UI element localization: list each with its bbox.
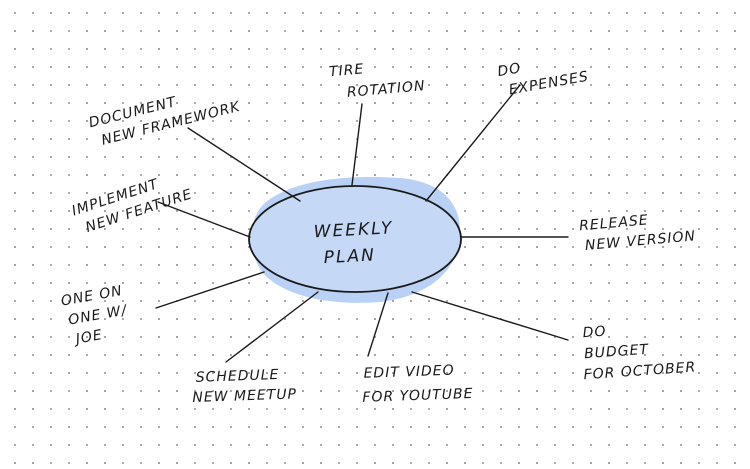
node-do-budget-line1: DO (582, 324, 607, 342)
node-one-on-one[interactable]: ONE ON ONE W/ JOE (60, 283, 132, 349)
spoke-implement-feature (157, 201, 251, 238)
node-do-budget-line2: BUDGET (584, 342, 650, 363)
node-tire-rotation-line1: TIRE (328, 61, 365, 80)
node-implement-feature[interactable]: IMPLEMENT NEW FEATURE (70, 167, 195, 238)
center-oval[interactable] (248, 185, 462, 293)
node-edit-video-line1: EDIT VIDEO (363, 363, 455, 382)
node-do-expenses-line1: DO (496, 60, 522, 80)
node-tire-rotation-line2: ROTATION (346, 78, 426, 101)
center-title-line1: WEEKLY (313, 218, 394, 242)
spoke-schedule-meetup (225, 291, 319, 363)
node-schedule-meetup-line1: SCHEDULE (195, 367, 279, 386)
node-edit-video-line2: FOR YOUTUBE (362, 386, 474, 406)
node-release-version-line1: RELEASE (579, 212, 650, 234)
node-schedule-meetup[interactable]: SCHEDULE NEW MEETUP (191, 366, 297, 406)
center-title-line2: PLAN (323, 245, 376, 268)
node-tire-rotation[interactable]: TIRE ROTATION (328, 56, 426, 102)
spoke-do-budget (411, 291, 569, 341)
spoke-do-expenses (425, 84, 521, 202)
node-one-on-one-line3: JOE (72, 327, 104, 348)
spoke-document-framework (187, 127, 301, 202)
spoke-edit-video (367, 292, 389, 357)
node-do-budget[interactable]: DO BUDGET FOR OCTOBER (580, 318, 697, 384)
node-document-framework[interactable]: DOCUMENT NEW FRAMEWORK (87, 79, 243, 151)
node-do-budget-line3: FOR OCTOBER (583, 359, 697, 383)
node-edit-video[interactable]: EDIT VIDEO FOR YOUTUBE (361, 362, 474, 406)
node-schedule-meetup-line2: NEW MEETUP (192, 386, 297, 406)
spoke-one-on-one (155, 271, 265, 309)
node-do-expenses[interactable]: DO EXPENSES (496, 49, 590, 100)
spoke-tire-rotation (351, 103, 363, 186)
node-release-version[interactable]: RELEASE NEW VERSION (579, 208, 697, 254)
